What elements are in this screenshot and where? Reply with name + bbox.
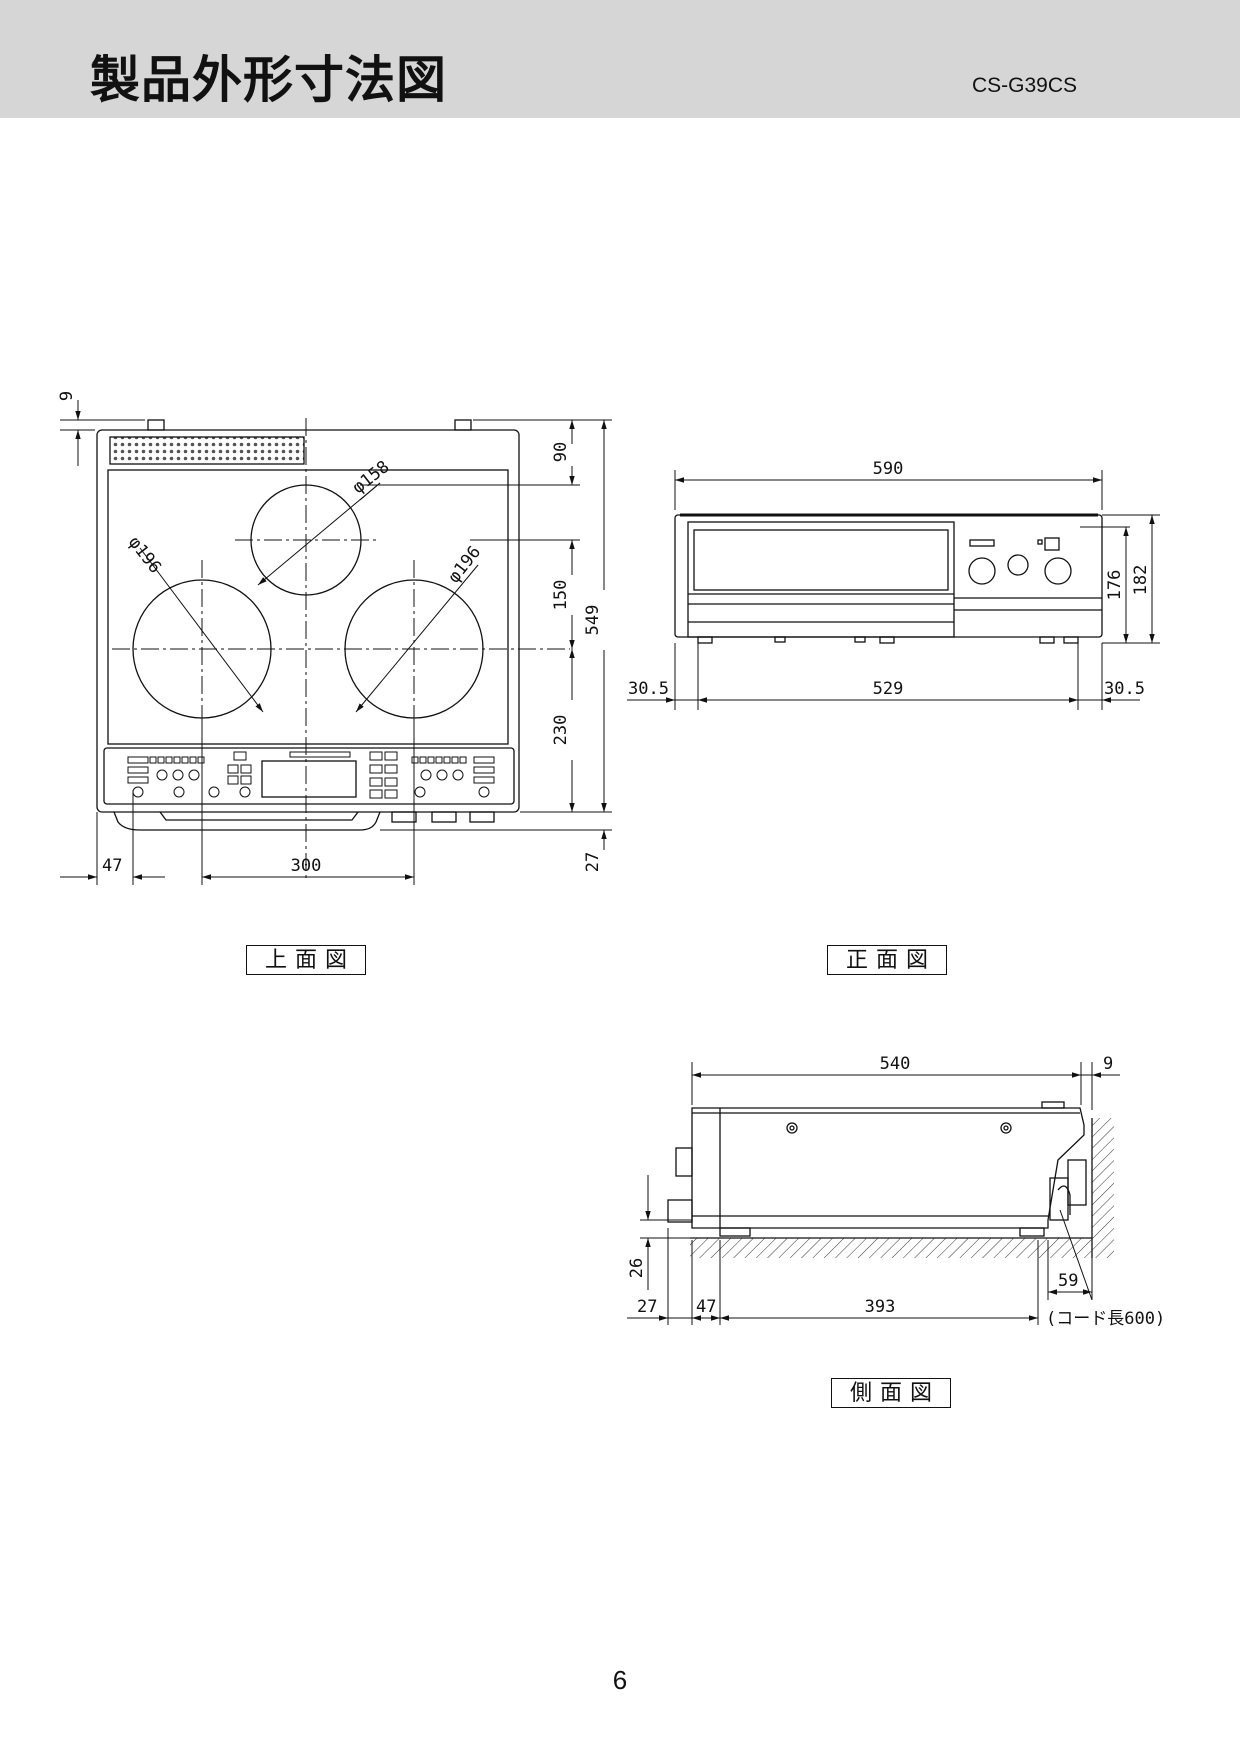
control-panel <box>103 747 515 805</box>
floor-hatch <box>690 1238 1092 1258</box>
top-view-label: 上面図 <box>246 945 366 975</box>
dim-top-230: 230 <box>551 715 571 746</box>
dim-top-300: 300 <box>291 856 322 876</box>
front-view-label: 正面図 <box>827 945 947 975</box>
top-view-dimensions <box>60 400 612 885</box>
front-handle <box>113 811 381 831</box>
side-view-label: 側面図 <box>831 1378 951 1408</box>
wall-hatch <box>1092 1118 1114 1258</box>
dim-top-9: 9 <box>57 391 77 401</box>
dim-top-150: 150 <box>551 580 571 611</box>
grill-door <box>687 521 955 638</box>
front-view-body <box>674 514 1103 638</box>
dim-side-59: 59 <box>1058 1271 1078 1291</box>
dim-dia-196-right: φ196 <box>444 542 485 587</box>
lcd-display <box>261 760 357 798</box>
side-view <box>667 1101 1114 1258</box>
dim-side-393: 393 <box>865 1297 896 1317</box>
top-view-body <box>96 429 520 813</box>
side-view-body <box>691 1107 1085 1229</box>
header-band <box>0 0 1240 118</box>
dim-side-47: 47 <box>696 1297 716 1317</box>
dim-side-26: 26 <box>627 1258 647 1278</box>
dim-front-529: 529 <box>873 679 904 699</box>
dim-side-540: 540 <box>880 1054 911 1074</box>
front-view <box>674 513 1103 644</box>
page-number: 6 <box>612 1665 628 1695</box>
dim-front-590: 590 <box>873 459 904 479</box>
dim-front-182: 182 <box>1131 565 1151 596</box>
page-title: 製品外形寸法図 <box>90 51 447 109</box>
vent-grille <box>109 436 305 465</box>
side-view-dim-labels: 540 9 26 27 47 393 59 (コード長600) <box>627 1054 1165 1329</box>
dim-front-30-5-left: 30.5 <box>628 679 669 699</box>
dim-top-90: 90 <box>551 442 571 462</box>
dim-top-27: 27 <box>583 852 603 872</box>
front-knob-center <box>1007 554 1029 576</box>
dim-front-176: 176 <box>1105 570 1125 601</box>
front-view-dim-labels: 590 176 182 30.5 529 30.5 <box>628 459 1151 699</box>
front-knob-left <box>968 557 996 585</box>
dim-side-9: 9 <box>1103 1054 1113 1074</box>
front-knob-right <box>1044 557 1072 585</box>
dim-dia-158: φ158 <box>349 457 394 498</box>
model-number: CS-G39CS <box>972 74 1078 97</box>
top-view <box>96 418 570 880</box>
cord-length-note: (コード長600) <box>1046 1309 1165 1329</box>
glass-top-plate <box>107 469 509 745</box>
dim-dia-196-left: φ196 <box>124 533 165 578</box>
dim-side-27: 27 <box>637 1297 657 1317</box>
dim-top-47: 47 <box>102 856 122 876</box>
dim-front-30-5-right: 30.5 <box>1104 679 1145 699</box>
front-view-dimensions <box>627 470 1160 710</box>
dim-top-549: 549 <box>583 605 603 636</box>
side-view-dimensions <box>627 1062 1120 1325</box>
